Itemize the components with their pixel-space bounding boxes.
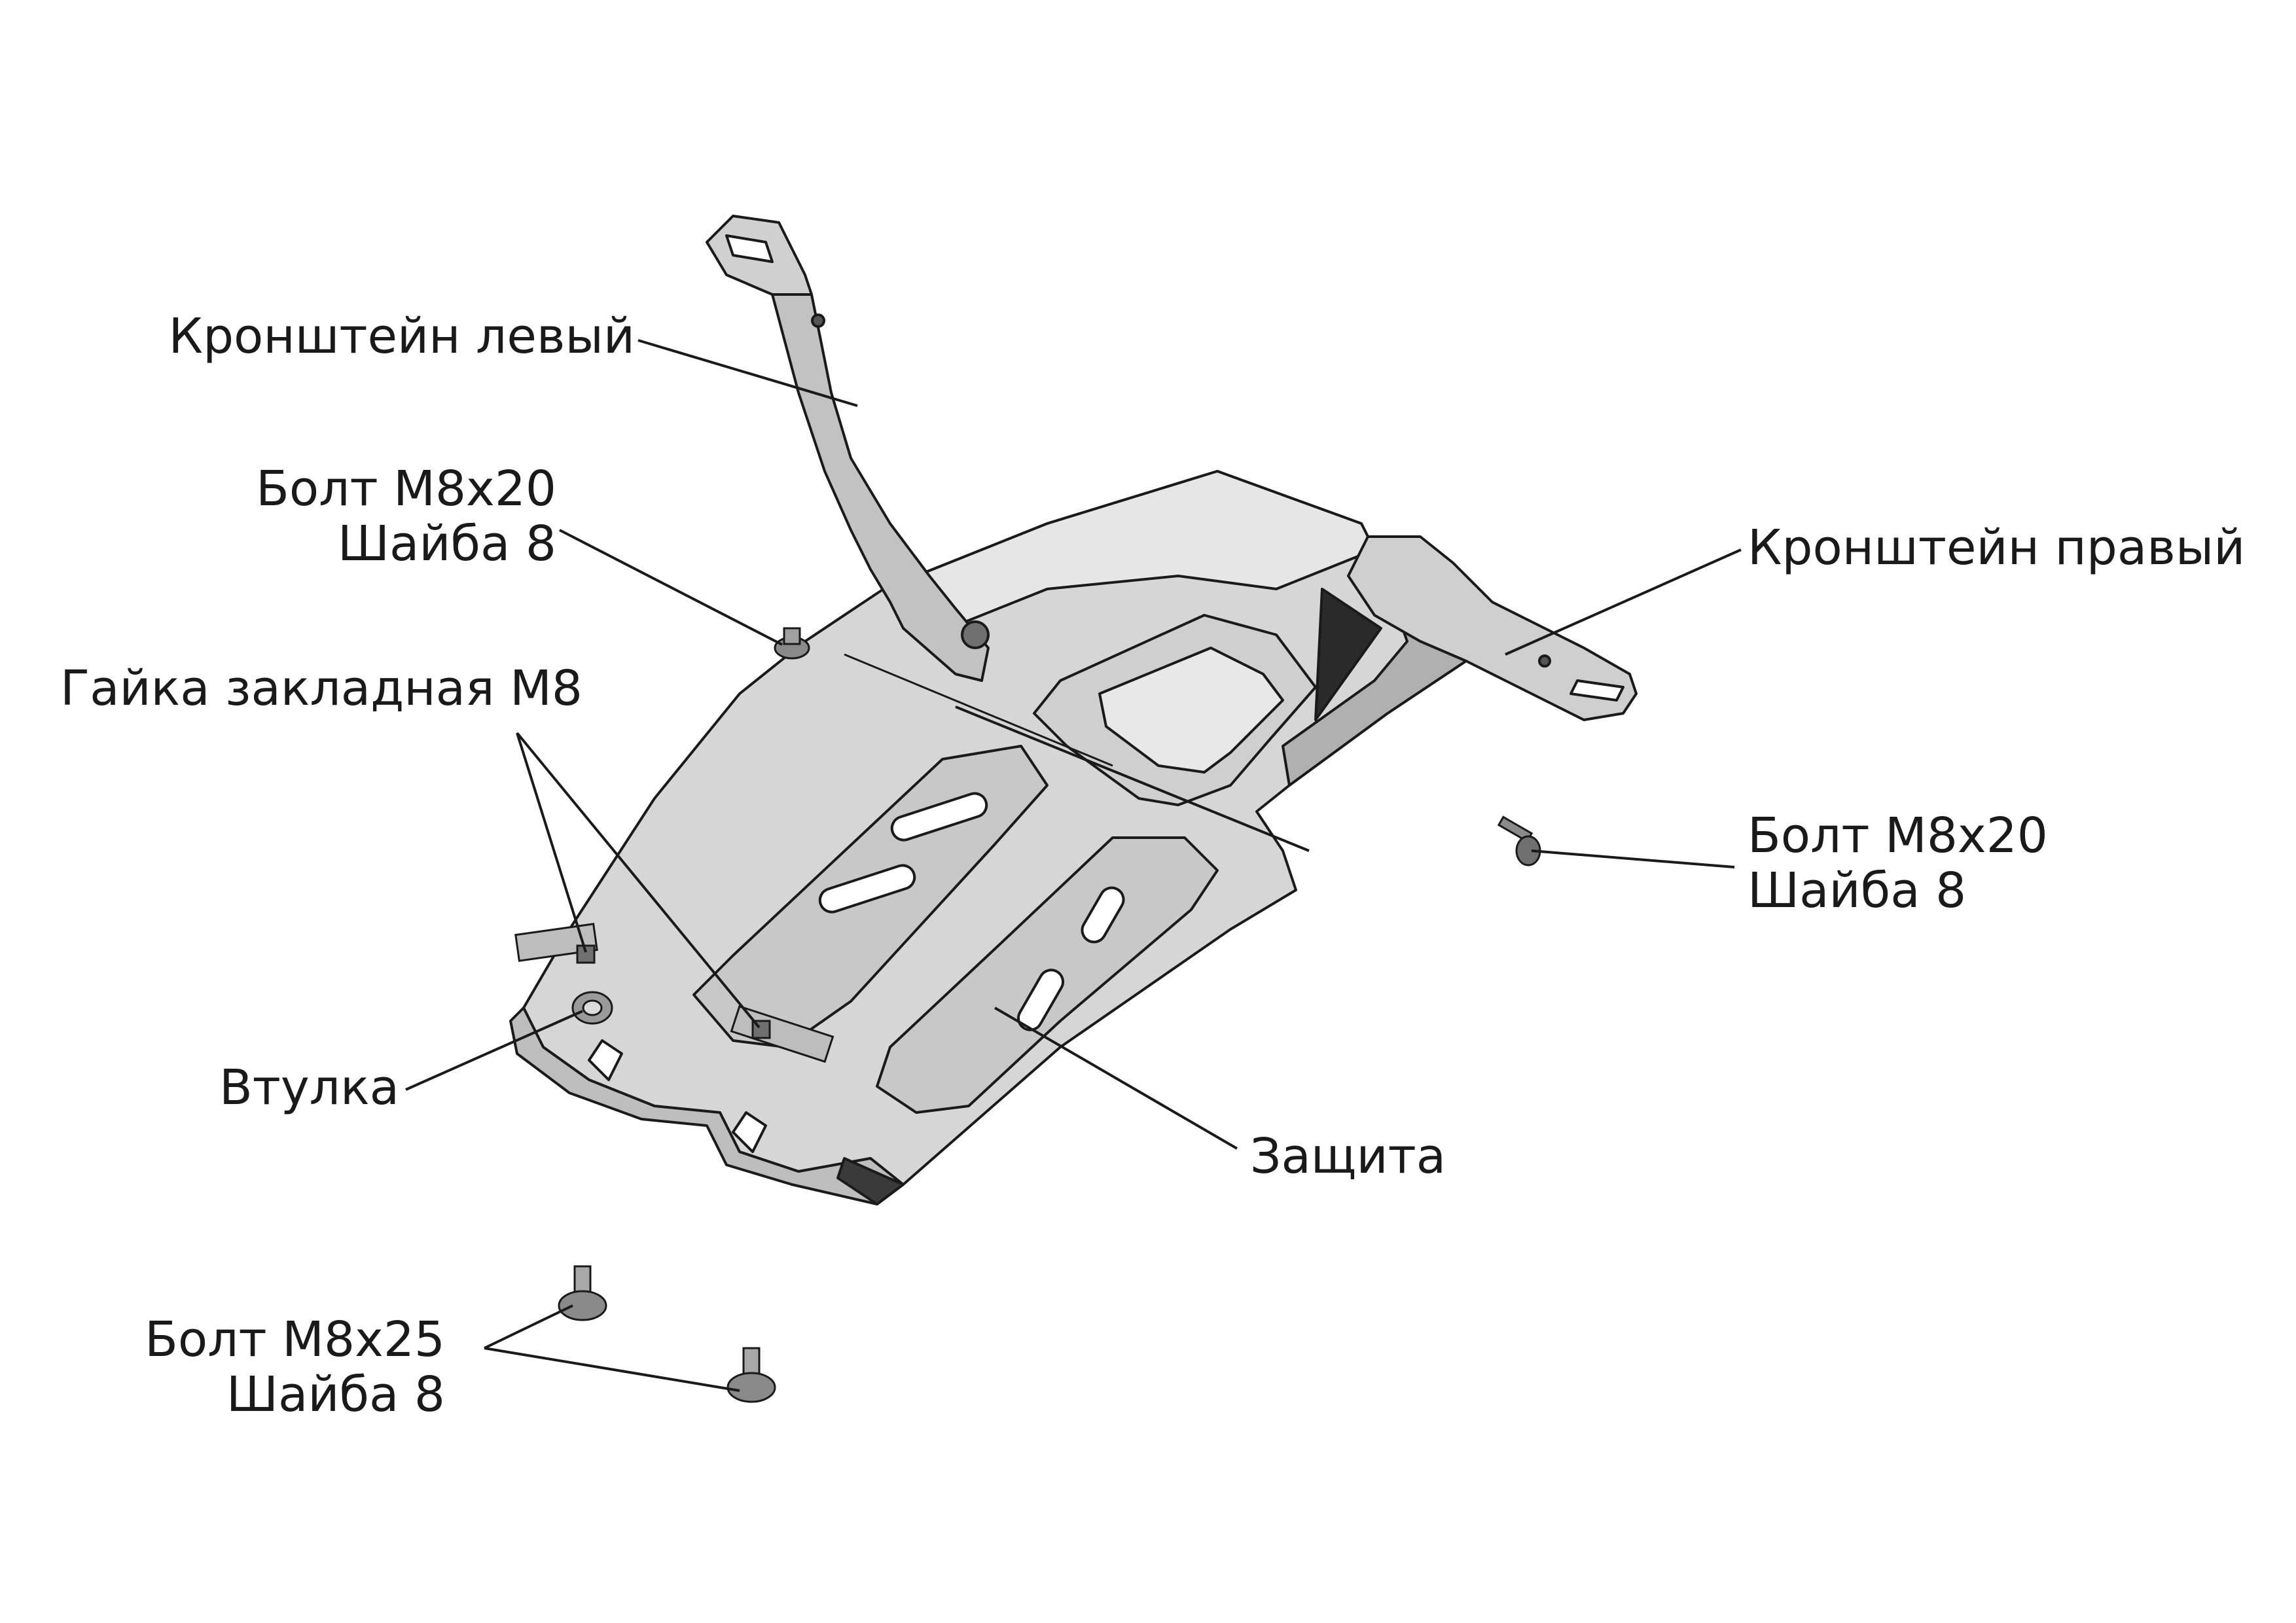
slot-2 xyxy=(818,864,916,914)
bracket-right-shadow xyxy=(1314,588,1382,721)
leader-bracket-right xyxy=(1505,548,1742,656)
bracket-left-slot xyxy=(725,234,774,263)
guard-plate xyxy=(509,470,1467,1205)
bolt-top-head xyxy=(783,627,801,645)
leader-bolt-bottom-2 xyxy=(484,1347,740,1392)
bracket-left-nut xyxy=(961,620,990,649)
label-bolt-top-line1: Болт М8х20 xyxy=(256,461,556,517)
leader-lines xyxy=(405,339,1742,1392)
label-bolt-right-line1: Болт М8х20 xyxy=(1748,808,2048,864)
guard-crease-2 xyxy=(844,653,1113,767)
label-nut: Гайка закладная М8 xyxy=(60,661,583,716)
label-bracket-right: Кронштейн правый xyxy=(1748,520,2245,575)
leader-nut-2 xyxy=(516,732,761,1029)
label-bolt-bottom-line2: Шайба 8 xyxy=(226,1366,445,1423)
bolt-bottom-2-washer xyxy=(726,1372,776,1403)
label-bolt-bottom: Болт М8х25 Шайба 8 xyxy=(145,1312,445,1422)
bracket-left-arm xyxy=(771,293,990,682)
bracket-left xyxy=(706,215,990,682)
guard-top-rim xyxy=(882,470,1376,630)
bushing-hole xyxy=(582,999,603,1016)
guard-shadow xyxy=(836,1157,905,1205)
leader-bracket-left xyxy=(637,339,858,407)
bracket-right-face xyxy=(1347,535,1638,721)
label-bracket-left: Кронштейн левый xyxy=(169,309,635,364)
bracket-right-slot xyxy=(1570,679,1624,702)
notch-1 xyxy=(588,1039,623,1081)
label-bracket-left-text: Кронштейн левый xyxy=(168,308,635,365)
label-bolt-right: Болт М8х20 Шайба 8 xyxy=(1748,808,2048,918)
label-bracket-right-text: Кронштейн правый xyxy=(1748,520,2246,576)
guard-crease xyxy=(955,705,1310,852)
label-bushing: Втулка xyxy=(219,1060,399,1115)
label-guard: Защита xyxy=(1250,1129,1446,1184)
leader-bolt-right xyxy=(1531,849,1735,868)
slot-4 xyxy=(1017,969,1064,1031)
label-guard-text: Защита xyxy=(1250,1128,1446,1185)
bolt-bottom-1-washer xyxy=(558,1290,607,1321)
label-bolt-bottom-line1: Болт М8х25 xyxy=(145,1311,445,1368)
label-bolt-top: Болт М8х20 Шайба 8 xyxy=(256,461,556,571)
bracket-left-hole xyxy=(811,313,825,328)
leader-guard xyxy=(994,1007,1238,1150)
leader-bolt-top xyxy=(559,529,783,646)
leader-bolt-bottom-1 xyxy=(484,1304,573,1349)
bracket-right xyxy=(1314,535,1638,721)
label-bushing-text: Втулка xyxy=(219,1060,399,1116)
slot-3 xyxy=(1081,886,1125,944)
leader-bushing xyxy=(405,1010,583,1091)
notch-2 xyxy=(732,1111,767,1153)
bracket-right-hole xyxy=(1538,654,1551,668)
label-bolt-right-line2: Шайба 8 xyxy=(1748,863,1967,919)
slot-1 xyxy=(890,792,988,842)
guard-window xyxy=(1098,647,1284,774)
label-bolt-top-line2: Шайба 8 xyxy=(337,516,556,572)
label-nut-text: Гайка закладная М8 xyxy=(60,660,583,717)
leader-nut-1 xyxy=(516,732,587,953)
